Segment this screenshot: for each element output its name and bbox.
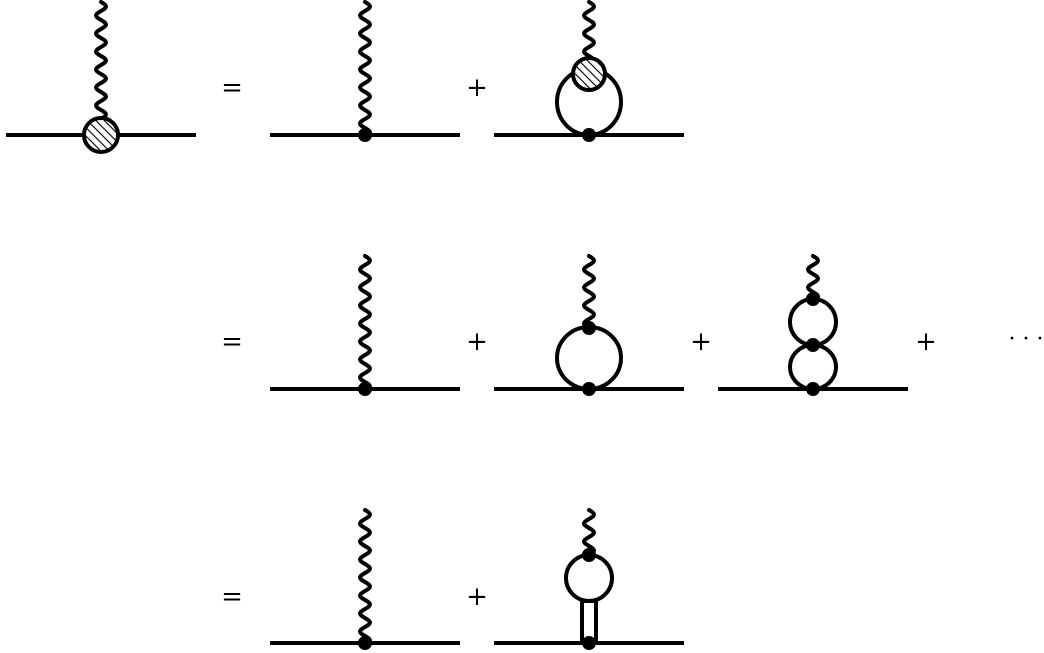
vertex-dot bbox=[806, 292, 820, 306]
bare-vertex-diagram bbox=[270, 0, 460, 142]
vertex-dot bbox=[582, 636, 596, 650]
plus-sign: + bbox=[690, 327, 712, 357]
hatched-vertex-blob bbox=[82, 116, 120, 154]
equals-sign: = bbox=[221, 73, 243, 103]
vertex-dot bbox=[358, 382, 372, 396]
one-loop-diagram bbox=[494, 254, 684, 396]
vertex-dot bbox=[582, 382, 596, 396]
vertex-dot bbox=[806, 382, 820, 396]
hatched-vertex-blob bbox=[571, 56, 607, 92]
row-3: = + bbox=[221, 508, 684, 650]
row-1: = + bbox=[6, 0, 684, 154]
fermion-loop bbox=[555, 325, 623, 391]
plus-sign: + bbox=[466, 73, 488, 103]
ellipsis: · · · bbox=[1009, 327, 1044, 352]
two-loop-chain-diagram bbox=[718, 254, 908, 396]
photon-line bbox=[358, 254, 372, 391]
vertex-dot bbox=[806, 338, 820, 352]
bare-vertex-diagram bbox=[270, 254, 460, 396]
dressed-loop-diagram bbox=[494, 0, 684, 142]
vertex-dot bbox=[582, 128, 596, 142]
plus-sign: + bbox=[466, 582, 488, 612]
vertex-dot bbox=[582, 321, 596, 335]
equals-sign: = bbox=[221, 582, 243, 612]
plus-sign: + bbox=[466, 327, 488, 357]
loop-with-double-line-diagram bbox=[494, 508, 684, 650]
photon-line bbox=[358, 0, 372, 137]
photon-line bbox=[582, 254, 596, 330]
equals-sign: = bbox=[221, 327, 243, 357]
vertex-dot bbox=[358, 636, 372, 650]
dressed-vertex-diagram bbox=[6, 0, 196, 154]
photon-line bbox=[582, 0, 596, 60]
photon-line bbox=[806, 254, 820, 301]
bare-vertex-diagram bbox=[270, 508, 460, 650]
photon-line bbox=[582, 508, 596, 557]
photon-line bbox=[358, 508, 372, 645]
vertex-dot bbox=[582, 548, 596, 562]
vertex-dot bbox=[358, 128, 372, 142]
row-2: = + + + · · · bbox=[221, 254, 1044, 396]
photon-line bbox=[94, 0, 108, 120]
plus-sign: + bbox=[915, 327, 937, 357]
